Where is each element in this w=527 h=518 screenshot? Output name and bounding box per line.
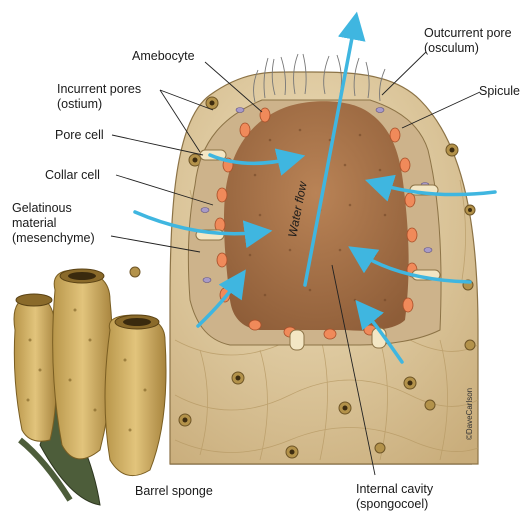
label-ostium: (ostium)	[57, 97, 102, 111]
label-barrel-sponge: Barrel sponge	[135, 484, 213, 498]
spongocoel	[224, 101, 409, 330]
label-amebocyte: Amebocyte	[132, 49, 195, 63]
label-spicule: Spicule	[479, 84, 520, 98]
label-incurrent-pores: Incurrent pores	[57, 82, 141, 96]
label-osculum: (osculum)	[424, 41, 479, 55]
label-mesenchyme: (mesenchyme)	[12, 231, 95, 245]
label-spongocoel: (spongocoel)	[356, 497, 428, 511]
credit-text: ©DaveCarlson	[465, 388, 474, 440]
label-internal-cavity: Internal cavity	[356, 482, 434, 496]
label-material: material	[12, 216, 56, 230]
barrel-sponge-illustration	[14, 269, 166, 505]
label-collar-cell: Collar cell	[45, 168, 100, 182]
label-gelatinous: Gelatinous	[12, 201, 72, 215]
label-outcurrent-pore: Outcurrent pore	[424, 26, 512, 40]
label-pore-cell: Pore cell	[55, 128, 104, 142]
